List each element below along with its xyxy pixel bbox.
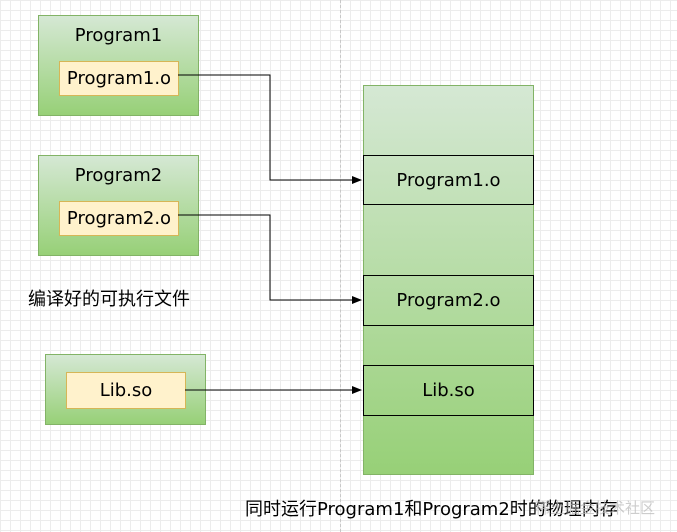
arrow-program1-to-memory: [178, 74, 362, 184]
program1-object-box: Program1.o: [59, 61, 179, 96]
program1-box: Program1 Program1.o: [38, 15, 199, 116]
memory-segment-program1: Program1.o: [363, 155, 534, 205]
physical-memory: [363, 85, 534, 475]
arrow-program2-to-memory: [178, 214, 362, 304]
memory-segment-library: Lib.so: [363, 365, 534, 416]
program2-box: Program2 Program2.o: [38, 155, 199, 256]
program1-title: Program1: [74, 25, 163, 46]
program2-object-box: Program2.o: [59, 201, 179, 236]
program2-title: Program2: [74, 165, 163, 186]
memory-caption: 同时运行Program1和Program2时的物理内存: [245, 499, 618, 520]
executables-label: 编译好的可执行文件: [28, 289, 190, 310]
watermark: 稀土掘金技术社区: [535, 499, 656, 517]
dashed-divider: [340, 0, 341, 532]
memory-segment-program2: Program2.o: [363, 275, 534, 326]
library-box: Lib.so: [45, 354, 206, 425]
library-object-box: Lib.so: [66, 372, 186, 409]
